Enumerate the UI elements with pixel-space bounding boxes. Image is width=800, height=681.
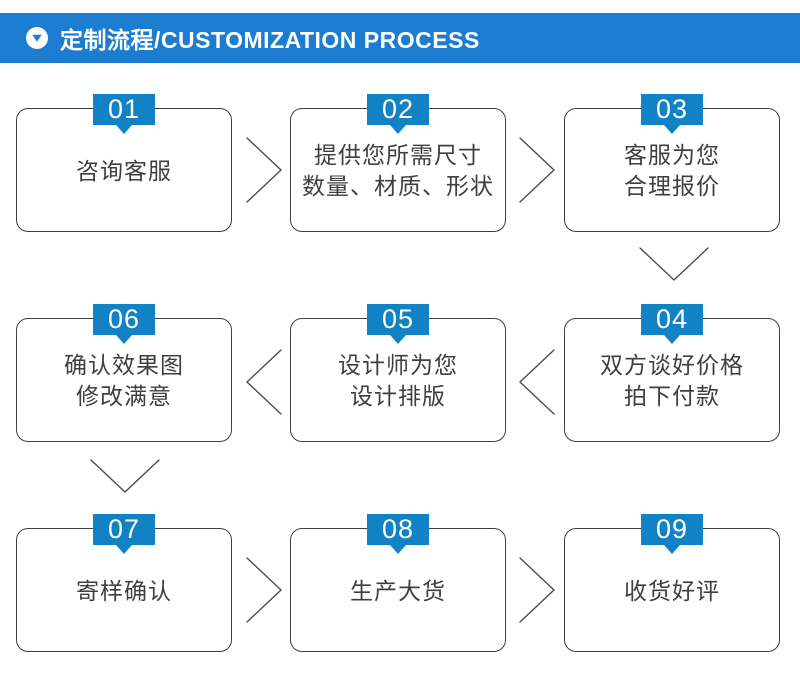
step-number: 03 (655, 94, 689, 124)
section-header: 定制流程/CUSTOMIZATION PROCESS (0, 13, 800, 63)
step-label: 咨询客服 (76, 157, 172, 184)
step-label: 寄样确认 (76, 577, 172, 604)
arrow-down-icon (90, 459, 160, 493)
circle-down-triangle-icon (26, 27, 48, 49)
step-box-01: 01 咨询客服 (16, 94, 232, 232)
badge-pointer-icon (664, 335, 680, 344)
step-label: 设计师为您 设计排版 (338, 352, 458, 409)
step-number: 06 (107, 304, 141, 334)
badge-pointer-icon (390, 545, 406, 554)
step-box-04: 04 双方谈好价格 拍下付款 (564, 304, 780, 442)
step-box-06: 06 确认效果图 修改满意 (16, 304, 232, 442)
arrow-left-icon (519, 349, 555, 415)
step-number-badge: 02 (367, 94, 429, 134)
step-box-08: 08 生产大货 (290, 514, 506, 652)
arrow-right-icon (519, 137, 555, 203)
arrow-right-icon (519, 557, 555, 623)
step-number-badge: 04 (641, 304, 703, 344)
step-box-05: 05 设计师为您 设计排版 (290, 304, 506, 442)
step-box-03: 03 客服为您 合理报价 (564, 94, 780, 232)
step-number: 07 (107, 514, 141, 544)
badge-pointer-icon (116, 545, 132, 554)
arrow-down-icon (639, 247, 709, 281)
arrow-left-icon (246, 349, 282, 415)
step-number-badge: 07 (93, 514, 155, 554)
step-label: 双方谈好价格 拍下付款 (600, 352, 744, 409)
badge-pointer-icon (116, 335, 132, 344)
step-number: 01 (107, 94, 141, 124)
step-box-09: 09 收货好评 (564, 514, 780, 652)
badge-pointer-icon (116, 125, 132, 134)
arrow-right-icon (246, 557, 282, 623)
badge-pointer-icon (390, 125, 406, 134)
step-box-07: 07 寄样确认 (16, 514, 232, 652)
step-label: 收货好评 (624, 577, 720, 604)
step-number-badge: 08 (367, 514, 429, 554)
section-title: 定制流程/CUSTOMIZATION PROCESS (60, 27, 480, 53)
step-label: 提供您所需尺寸 数量、材质、形状 (302, 142, 494, 199)
arrow-right-icon (246, 137, 282, 203)
step-number: 04 (655, 304, 689, 334)
step-box-02: 02 提供您所需尺寸 数量、材质、形状 (290, 94, 506, 232)
step-number: 08 (381, 514, 415, 544)
badge-pointer-icon (664, 545, 680, 554)
step-label: 客服为您 合理报价 (624, 142, 720, 199)
step-label: 生产大货 (350, 577, 446, 604)
badge-pointer-icon (664, 125, 680, 134)
step-number: 05 (381, 304, 415, 334)
step-number: 09 (655, 514, 689, 544)
step-number-badge: 03 (641, 94, 703, 134)
step-number-badge: 09 (641, 514, 703, 554)
step-number-badge: 05 (367, 304, 429, 344)
step-label: 确认效果图 修改满意 (64, 352, 184, 409)
step-number-badge: 06 (93, 304, 155, 344)
step-number: 02 (381, 94, 415, 124)
badge-pointer-icon (390, 335, 406, 344)
step-number-badge: 01 (93, 94, 155, 134)
